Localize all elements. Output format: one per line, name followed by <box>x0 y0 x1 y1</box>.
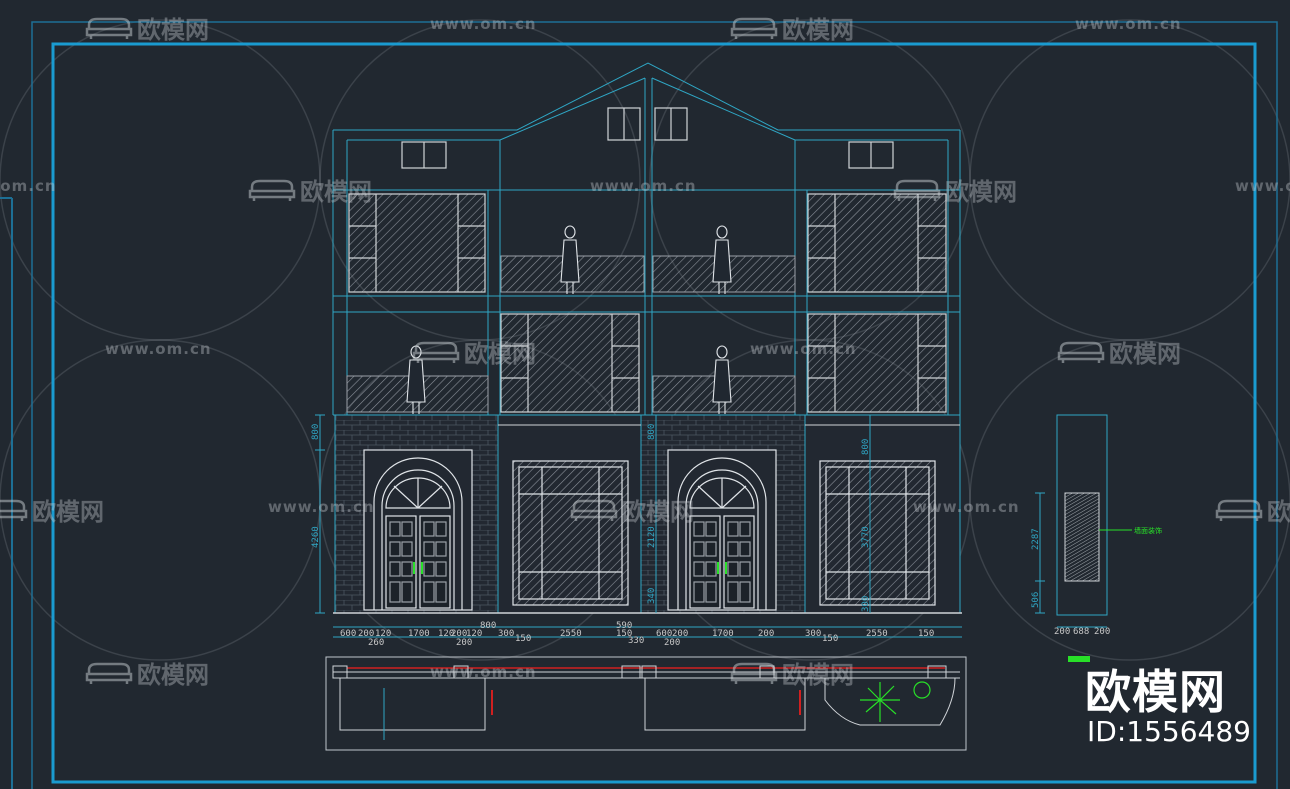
dim-vertical-left-1: 4260 <box>311 526 321 548</box>
dim-bottom-2-7: 300 <box>805 629 821 639</box>
dim-vertical-mid-2: 340 <box>647 588 657 604</box>
watermark-site: www.om.cn <box>430 663 537 681</box>
dim-top-b0: 330 <box>628 636 644 646</box>
dim-bottom-7: 300 <box>498 629 514 639</box>
drawing-frame <box>0 21 1278 789</box>
watermark-site: www.om.cn <box>750 340 857 358</box>
dim-side-1: 506 <box>1031 592 1041 608</box>
side-panel <box>1035 414 1132 628</box>
dim-bottom-4: 120 <box>438 629 454 639</box>
dimension-texts: 600 200 120 1700 120 200 120 300 150 255… <box>311 424 1162 648</box>
watermark-logo: 欧模网 <box>893 172 1017 207</box>
sofa-icon <box>1215 499 1263 521</box>
watermark-brand: 欧模网 <box>300 178 372 206</box>
watermark-logo: 欧模网 <box>730 655 854 690</box>
dim-side-bottom-2: 200 <box>1094 627 1110 637</box>
attic-windows <box>401 107 894 169</box>
sofa-icon <box>248 179 296 201</box>
dim-bottom-2-0: 600 <box>656 629 672 639</box>
watermark-site: www.om.cn <box>1235 177 1290 195</box>
dim-bottom-2-5: 200 <box>758 629 774 639</box>
dim-vertical-mid-0: 800 <box>647 424 657 440</box>
dim-bottom-10: 150 <box>616 629 632 639</box>
watermark-brand: 欧模网 <box>1267 498 1290 526</box>
watermark-brand: 欧模网 <box>464 340 536 368</box>
watermark-logo: 欧模网 <box>1215 492 1290 527</box>
sofa-icon <box>730 17 778 39</box>
arched-doors <box>363 449 777 611</box>
building-outline <box>332 62 961 416</box>
dim-bottom-b0: 260 <box>368 638 384 648</box>
dim-vertical-left-0: 800 <box>311 424 321 440</box>
dim-bottom-2-1: 200 <box>672 629 688 639</box>
dim-vertical-right-1: 3770 <box>861 526 871 548</box>
dim-bottom-b2: 200 <box>664 638 680 648</box>
watermark-brand: 欧模网 <box>137 661 209 689</box>
sofa-icon <box>893 179 941 201</box>
watermark-logo: 欧模网 <box>248 172 372 207</box>
dim-bottom-8: 150 <box>515 634 531 644</box>
watermark-logo: 欧模网 <box>412 334 536 369</box>
dim-bottom-2-8: 150 <box>822 634 838 644</box>
sofa-icon <box>1057 341 1105 363</box>
sofa-icon <box>570 499 618 521</box>
dim-vertical-right-2: 300 <box>861 596 871 612</box>
watermark-logo: 欧模网 <box>85 10 209 45</box>
watermark-brand: 欧模网 <box>945 178 1017 206</box>
dim-bottom-2-9: 2550 <box>866 629 888 639</box>
dim-bottom-1: 200 <box>358 629 374 639</box>
watermark-brand: 欧模网 <box>782 16 854 44</box>
dim-bottom-5: 200 <box>451 629 467 639</box>
dim-bottom-b1: 200 <box>456 638 472 648</box>
dim-side-bottom-0: 200 <box>1054 627 1070 637</box>
watermark-logo: 欧模网 <box>85 655 209 690</box>
dim-bottom-0: 600 <box>340 629 356 639</box>
watermark-site: www.om.cn <box>0 177 57 195</box>
dim-top-0: 800 <box>480 621 496 631</box>
watermark-logo: 欧模网 <box>0 492 104 527</box>
sofa-icon <box>0 499 28 521</box>
watermark-site: www.om.cn <box>1075 15 1182 33</box>
dim-vertical-mid-1: 2120 <box>647 526 657 548</box>
watermark-brand: 欧模网 <box>782 661 854 689</box>
dim-bottom-9: 2550 <box>560 629 582 639</box>
people-figures <box>406 225 732 414</box>
dim-bottom-6: 120 <box>466 629 482 639</box>
sofa-icon <box>85 662 133 684</box>
watermark-site: www.om.cn <box>913 498 1020 516</box>
brand-mark: 欧模网 <box>1085 665 1226 719</box>
sofa-icon <box>730 662 778 684</box>
watermark-logo: 欧模网 <box>730 10 854 45</box>
watermark-brand: 欧模网 <box>1109 340 1181 368</box>
legend-note: 墙面装饰 <box>1134 526 1162 535</box>
sofa-icon <box>85 17 133 39</box>
watermark-logo: 欧模网 <box>570 492 694 527</box>
dim-side-bottom-1: 688 <box>1073 627 1089 637</box>
ground-windows <box>512 460 936 606</box>
watermark-site: www.om.cn <box>590 177 697 195</box>
dimension-lines <box>315 414 962 638</box>
upper-windows <box>348 193 947 413</box>
watermark-site: www.om.cn <box>430 15 537 33</box>
dim-bottom-2-3: 1700 <box>712 629 734 639</box>
dim-side-0: 2287 <box>1031 528 1041 550</box>
watermark-brand: 欧模网 <box>137 16 209 44</box>
watermark-brand: 欧模网 <box>622 498 694 526</box>
watermark-brand: 欧模网 <box>32 498 104 526</box>
dim-vertical-right-0: 800 <box>861 439 871 455</box>
dim-bottom-2: 120 <box>375 629 391 639</box>
plan-view <box>325 656 1090 751</box>
watermark-site: www.om.cn <box>268 498 375 516</box>
plant-symbol <box>860 681 931 722</box>
dim-bottom-3: 1700 <box>408 629 430 639</box>
dim-bottom-2-10: 150 <box>918 629 934 639</box>
watermark-site: www.om.cn <box>105 340 212 358</box>
sofa-icon <box>412 341 460 363</box>
watermark-logo: 欧模网 <box>1057 334 1181 369</box>
dim-top-1: 590 <box>616 621 632 631</box>
model-id: ID:1556489 <box>1087 715 1251 748</box>
